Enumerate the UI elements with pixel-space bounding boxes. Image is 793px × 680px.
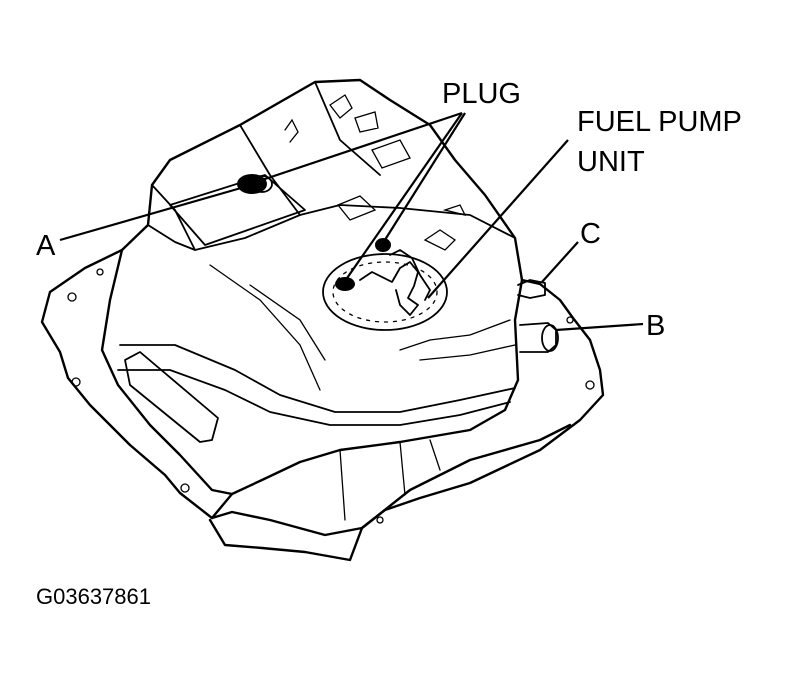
tank-top-bracket-1	[329, 94, 379, 133]
tank-front-recess	[124, 351, 219, 443]
leader-c	[541, 241, 579, 283]
leader-b	[555, 322, 644, 332]
fuel-pump-flange	[322, 253, 448, 331]
tank-top-bracket-3	[423, 204, 467, 251]
tank-flange	[40, 248, 605, 537]
label-plug: PLUG	[442, 78, 521, 110]
leader-plug-3	[382, 112, 466, 244]
plug-pump-top	[375, 238, 391, 252]
fuel-pump-fittings	[359, 261, 419, 316]
tank-front-edge	[100, 248, 234, 496]
pipe-b-end	[541, 324, 559, 352]
leader-plug-2	[344, 112, 463, 282]
tank-hook	[284, 118, 299, 143]
label-fuel-pump-line1: FUEL PUMP	[577, 106, 742, 138]
pipe-c	[517, 279, 546, 299]
leader-a	[59, 184, 249, 242]
plug-pump-left	[335, 277, 355, 291]
tank-side-panel	[209, 264, 516, 391]
label-a: A	[36, 230, 56, 262]
fuel-pump-connector	[389, 249, 431, 301]
figure-code: G03637861	[36, 584, 151, 609]
label-fuel-pump-line2: UNIT	[577, 146, 645, 178]
tank-vertical-ribs	[339, 439, 441, 521]
tank-seam-line-2	[117, 369, 511, 426]
plug-a-collar	[251, 175, 273, 193]
tank-body-outline	[120, 78, 524, 520]
fuel-pump-flange-inner	[332, 261, 438, 323]
leader-plug-1	[261, 111, 463, 182]
flange-bolt-holes	[67, 268, 595, 524]
tank-lower-body	[208, 423, 572, 562]
pipe-b	[519, 322, 557, 353]
label-c: C	[580, 218, 601, 250]
tank-seam-line	[119, 344, 516, 413]
tank-top-bracket-2	[336, 139, 411, 221]
tank-top-pad	[169, 174, 306, 246]
leader-fuel-pump	[427, 139, 569, 299]
label-b: B	[646, 310, 666, 342]
